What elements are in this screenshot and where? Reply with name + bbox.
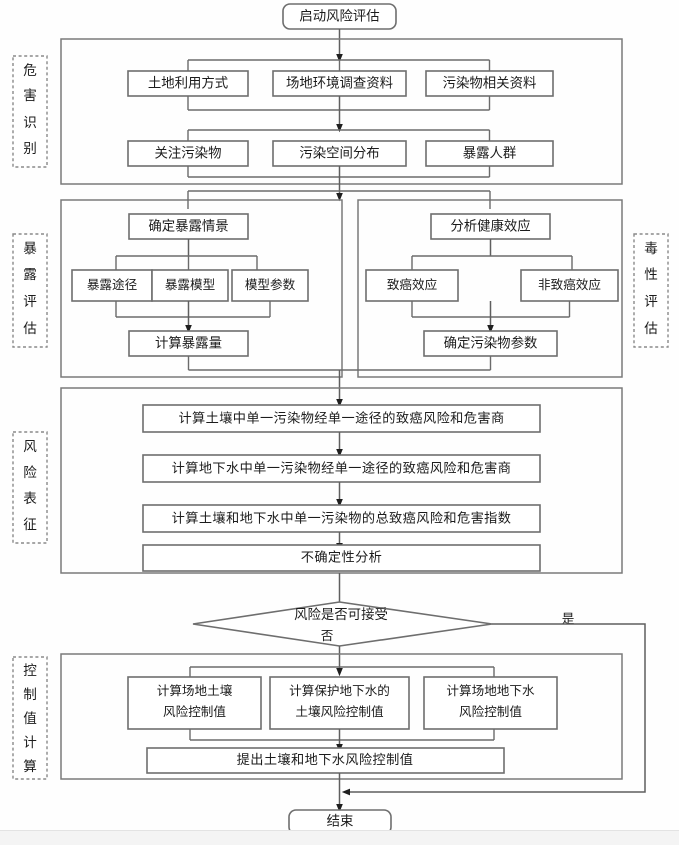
control-output-box[interactable]: 提出土壤和地下水风险控制值 (146, 747, 505, 774)
node-label: 模型参数 (245, 277, 296, 292)
phase-char: 害 (23, 88, 37, 103)
branch-label-no: 否 (321, 629, 334, 643)
control-box-site-groundwater[interactable]: 计算场地地下水 风险控制值 (423, 676, 558, 730)
edge-assessment-join-bus (187, 356, 492, 371)
node-label: 土地利用方式 (148, 76, 228, 91)
node-label: 暴露人群 (463, 146, 517, 161)
risk-step-box-3[interactable]: 计算土壤和地下水中单一污染物的总致癌风险和危害指数 (142, 504, 541, 533)
end-node[interactable]: 结束 (288, 809, 392, 835)
node-label: 关注污染物 (155, 146, 222, 161)
node-label: 暴露途径 (87, 277, 138, 292)
node-label: 土壤风险控制值 (295, 704, 384, 719)
phase-char: 征 (23, 517, 37, 532)
health-effect-box[interactable]: 分析健康效应 (430, 213, 551, 240)
phase-char: 险 (23, 465, 37, 480)
phase-char: 评 (23, 294, 37, 309)
start-node[interactable]: 启动风险评估 (282, 3, 397, 30)
phase-char: 性 (644, 267, 658, 282)
exposure-route-box[interactable]: 暴露途径 (71, 269, 153, 302)
hazard-row1-box-2[interactable]: 场地环境调查资料 (272, 70, 407, 97)
node-label: 污染物相关资料 (443, 76, 537, 91)
phase-char: 别 (23, 141, 37, 156)
group-exposure-assessment (60, 199, 343, 378)
phase-label-exposure: 暴 露 评 估 (12, 233, 48, 348)
node-label: 计算场地地下水 (446, 684, 535, 698)
edge-assessment-bus (187, 190, 491, 209)
control-box-protect-groundwater-soil[interactable]: 计算保护地下水的 土壤风险控制值 (269, 676, 410, 730)
phase-char: 控 (23, 663, 37, 678)
edge-toxicity-fanout (411, 255, 573, 270)
node-label: 计算场地土壤 (157, 683, 233, 698)
hazard-row2-box-3[interactable]: 暴露人群 (425, 140, 554, 167)
contaminant-parameter-box[interactable]: 确定污染物参数 (423, 330, 558, 357)
node-label: 确定暴露情景 (148, 219, 228, 234)
node-label: 分析健康效应 (450, 218, 530, 234)
carcinogenic-effect-box[interactable]: 致癌效应 (365, 269, 459, 302)
end-node-label: 结束 (327, 814, 354, 829)
node-label: 风险控制值 (163, 704, 226, 719)
node-label: 提出土壤和地下水风险控制值 (237, 751, 414, 767)
branch-label-yes: 是 (562, 612, 575, 626)
phase-char: 估 (23, 321, 37, 336)
phase-char: 识 (23, 115, 37, 130)
control-box-site-soil[interactable]: 计算场地土壤 风险控制值 (127, 676, 262, 730)
start-node-label: 启动风险评估 (299, 9, 379, 24)
edge-exposure-fanout (115, 255, 258, 270)
hazard-row2-box-2[interactable]: 污染空间分布 (272, 140, 407, 167)
node-label: 致癌效应 (387, 277, 438, 292)
uncertainty-analysis-box[interactable]: 不确定性分析 (142, 544, 541, 572)
phase-label-hazard: 危 害 识 别 (12, 55, 48, 168)
hazard-row1-box-1[interactable]: 土地利用方式 (127, 70, 249, 97)
model-parameter-box[interactable]: 模型参数 (231, 269, 309, 302)
hazard-row2-box-1[interactable]: 关注污染物 (127, 140, 249, 167)
phase-char: 表 (23, 491, 37, 506)
exposure-scenario-box[interactable]: 确定暴露情景 (128, 213, 249, 240)
phase-char: 计 (23, 735, 37, 750)
decision-label: 风险是否可接受 (294, 606, 388, 622)
edge-control-fanout (189, 666, 495, 677)
phase-char: 露 (23, 267, 37, 282)
risk-step-box-2[interactable]: 计算地下水中单一污染物经单一途径的致癌风险和危害商 (142, 454, 541, 483)
node-label: 计算土壤中单一污染物经单一途径的致癌风险和危害商 (178, 410, 504, 426)
edge-control-join (189, 729, 495, 741)
phase-label-risk: 风 险 表 征 (12, 431, 48, 544)
exposure-model-box[interactable]: 暴露模型 (151, 269, 229, 302)
edge-exposure-join (115, 301, 271, 318)
phase-char: 估 (644, 321, 658, 336)
edge-hazard-row2-fanout (187, 129, 491, 141)
group-risk-characterization (60, 387, 623, 574)
hazard-row1-box-3[interactable]: 污染物相关资料 (425, 70, 554, 97)
risk-step-box-1[interactable]: 计算土壤中单一污染物经单一途径的致癌风险和危害商 (142, 404, 541, 433)
node-label: 非致癌效应 (538, 277, 601, 292)
edge-decision-yes (341, 623, 646, 796)
decision-risk-acceptable[interactable]: 风险是否可接受 (192, 601, 493, 647)
phase-char: 风 (23, 439, 37, 454)
node-label: 计算土壤和地下水中单一污染物的总致癌风险和危害指数 (172, 510, 512, 526)
phase-char: 评 (644, 294, 658, 309)
phase-char: 毒 (644, 241, 658, 256)
node-label: 计算地下水中单一污染物经单一途径的致癌风险和危害商 (172, 460, 512, 476)
phase-label-toxicity: 毒 性 评 估 (633, 233, 669, 348)
node-label: 确定污染物参数 (444, 335, 538, 351)
node-label: 不确定性分析 (301, 550, 383, 565)
group-control-value-calculation (60, 653, 623, 780)
phase-label-control: 控 制 值 计 算 (12, 656, 48, 780)
phase-char: 制 (23, 687, 37, 702)
phase-char: 值 (23, 711, 37, 726)
non-carcinogenic-effect-box[interactable]: 非致癌效应 (520, 269, 619, 302)
node-label: 暴露模型 (165, 278, 215, 292)
phase-char: 算 (23, 759, 37, 774)
exposure-dose-box[interactable]: 计算暴露量 (128, 330, 249, 357)
node-label: 计算保护地下水的 (289, 683, 390, 698)
phase-char: 危 (23, 63, 37, 78)
node-label: 风险控制值 (459, 704, 522, 719)
node-label: 计算暴露量 (155, 336, 222, 351)
group-hazard-identification (60, 38, 623, 185)
edge-hazard-row1-fanout (187, 59, 491, 71)
node-label: 场地环境调查资料 (286, 76, 393, 91)
node-label: 污染空间分布 (299, 146, 379, 161)
phase-char: 暴 (23, 241, 37, 256)
